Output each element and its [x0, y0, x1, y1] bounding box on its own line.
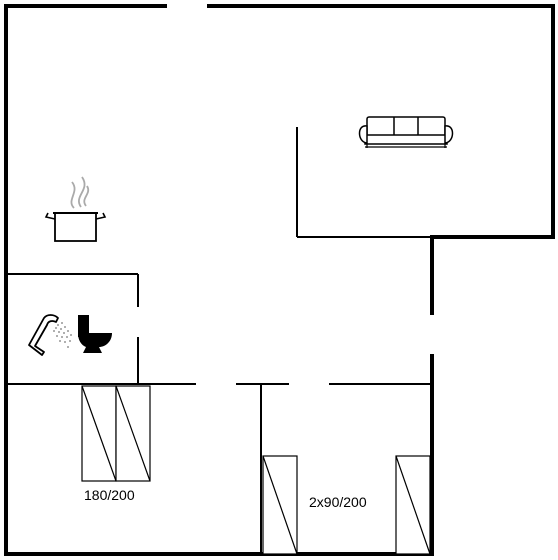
toilet-icon [78, 315, 112, 353]
bed-icon [81, 385, 151, 482]
bed-icon [262, 455, 298, 555]
outer-walls [4, 4, 555, 556]
interior-walls [6, 127, 432, 554]
sofa-icon [358, 116, 454, 148]
bed-icon [395, 455, 431, 555]
bed-size-label-double: 180/200 [84, 487, 135, 503]
bed-size-label-twin: 2x90/200 [309, 494, 367, 510]
cooking-pot-icon [44, 176, 107, 242]
shower-icon [28, 314, 72, 356]
